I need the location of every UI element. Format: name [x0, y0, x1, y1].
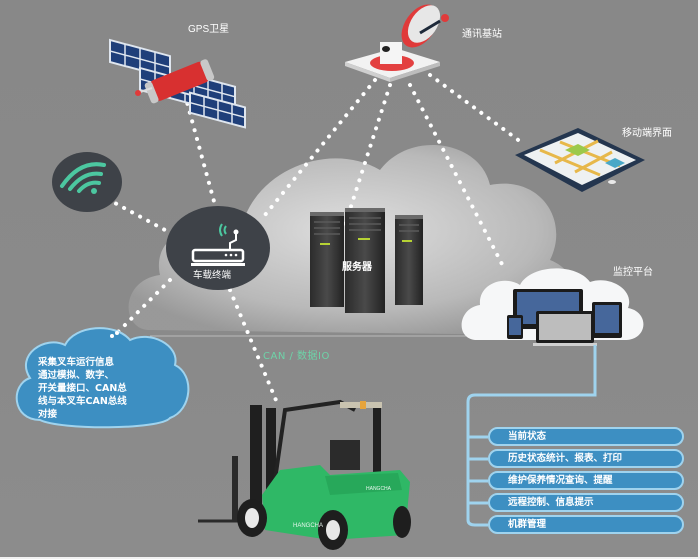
function-history-stats[interactable]: 历史状态统计、报表、打印 [488, 449, 684, 468]
info-bubble-cloud [15, 327, 190, 429]
base-station-label: 通讯基站 [462, 27, 502, 40]
can-io-label: CAN / 数据IO [263, 351, 330, 362]
link-station-terminal [263, 78, 377, 217]
monitor-platform-cloud [461, 268, 644, 346]
gps-satellite-icon [109, 38, 246, 129]
gps-satellite-label: GPS卫星 [188, 23, 229, 35]
server-label: 服务器 [342, 260, 373, 273]
function-fleet-management[interactable]: 机群管理 [488, 515, 684, 534]
vehicle-terminal-icon [166, 206, 270, 290]
info-line: 对接 [38, 409, 58, 420]
info-line: 开关量接口、CAN总 [38, 383, 127, 394]
info-line: 通过模拟、数字、 [38, 370, 115, 381]
server-rack-icon [310, 208, 423, 313]
base-station-icon [345, 4, 449, 82]
function-remote-control[interactable]: 远程控制、信息提示 [488, 493, 684, 512]
link-terminal-bubble [103, 278, 172, 347]
forklift-brand-rear: HANGCHA [366, 486, 392, 492]
vehicle-terminal-label: 车载终端 [193, 269, 232, 281]
forklift-brand-side: HANGCHA [293, 523, 323, 529]
link-station-server [343, 83, 392, 227]
wifi-icon [52, 152, 122, 212]
forklift-image: HANGCHA HANGCHA [198, 399, 411, 550]
function-current-status[interactable]: 当前状态 [488, 427, 684, 446]
info-line: 线与本叉车CAN总线 [38, 396, 127, 407]
mobile-ui-label: 移动端界面 [622, 126, 672, 139]
info-line: 采集叉车运行信息 [38, 357, 115, 368]
monitor-platform-label: 监控平台 [613, 265, 653, 278]
info-bubble-text: 采集叉车运行信息 通过模拟、数字、 开关量接口、CAN总 线与本叉车CAN总线 … [38, 356, 178, 421]
link-station-mobile [428, 73, 527, 147]
link-wifi-terminal [98, 193, 167, 232]
function-maintenance[interactable]: 维护保养情况查询、提醒 [488, 471, 684, 490]
link-station-platform [408, 83, 507, 272]
mobile-tablet-icon [515, 128, 645, 192]
function-tree-connector [466, 345, 597, 527]
link-terminal-forklift [228, 288, 280, 407]
